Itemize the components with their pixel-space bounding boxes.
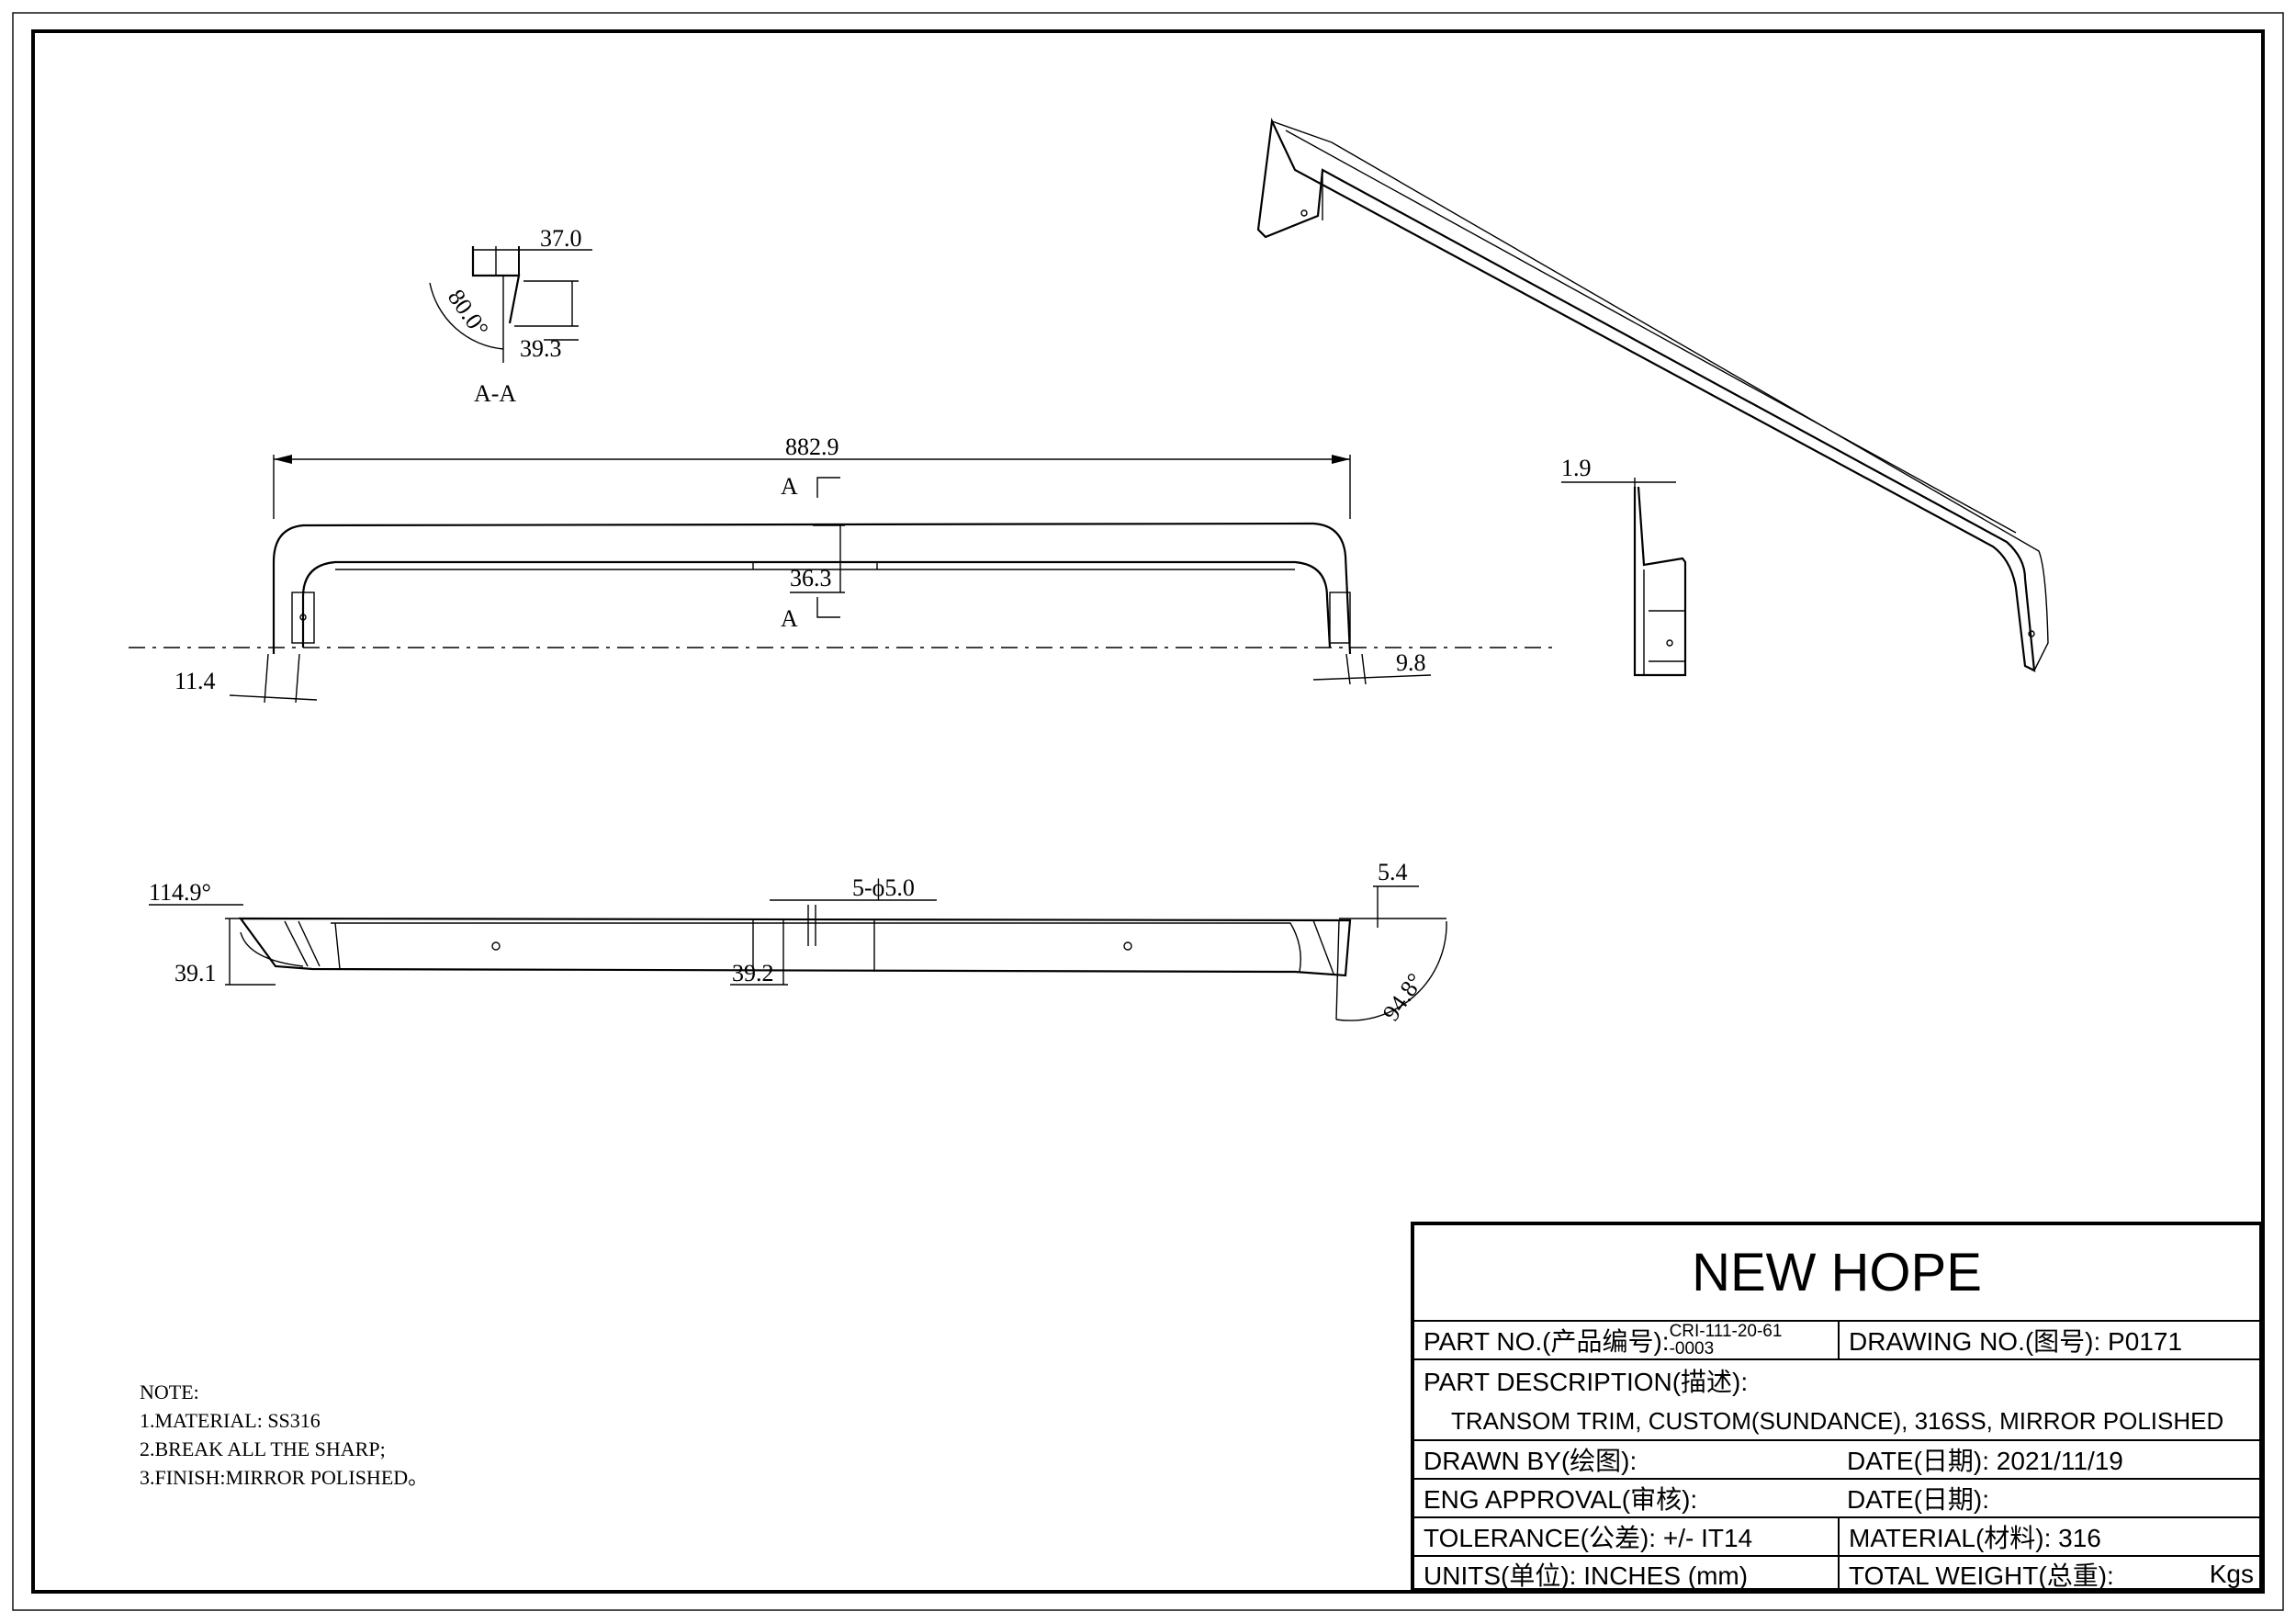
date-drawn: DATE(日期): 2021/11/19 [1847, 1447, 2123, 1475]
section-label: A-A [474, 380, 516, 407]
bottom-center-height-dim: 39.2 [732, 960, 774, 986]
front-view: 882.9 A A 36.3 11.4 9.8 [129, 434, 1552, 704]
section-height-dim: 39.3 [520, 335, 562, 362]
material: MATERIAL(材料): 316 [1838, 1518, 2259, 1555]
drawn-by: DRAWN BY(绘图): [1424, 1447, 1638, 1475]
bottom-view: 5-ϕ5.0 114.9° 39.1 39.2 5.4 94.8° [149, 859, 1447, 1026]
title-block: NEW HOPE PART NO.(产品编号): CRI-111-20-61 -… [1411, 1222, 2263, 1592]
holes-dim: 5-ϕ5.0 [852, 874, 915, 901]
date-approval: DATE(日期): [1847, 1485, 1990, 1514]
side-view: 1.9 [1561, 455, 1687, 677]
outer-border [12, 12, 2284, 1611]
part-description-label: PART DESCRIPTION(描述): [1424, 1368, 1749, 1396]
overall-length-dim: 882.9 [785, 434, 839, 460]
note-line-2: 2.BREAK ALL THE SHARP; [140, 1437, 386, 1460]
part-no-label: PART NO.(产品编号): [1424, 1327, 1670, 1356]
bottom-left-height-dim: 39.1 [174, 960, 217, 986]
part-no-cell: PART NO.(产品编号): CRI-111-20-61 -0003 [1414, 1322, 1838, 1358]
section-width-dim: 37.0 [540, 225, 582, 252]
company-name: NEW HOPE [1692, 1243, 1982, 1302]
total-weight-cell: TOTAL WEIGHT(总重): Kgs [1838, 1557, 2259, 1592]
section-mark-top: A [781, 473, 798, 500]
inner-border [31, 29, 2265, 1594]
units: UNITS(单位): INCHES (mm) [1424, 1561, 1749, 1590]
bottom-right-offset-dim: 5.4 [1378, 859, 1408, 885]
part-no-row: PART NO.(产品编号): CRI-111-20-61 -0003 DRAW… [1414, 1320, 2259, 1358]
note-line-3: 3.FINISH:MIRROR POLISHED。 [140, 1466, 429, 1489]
section-angle-dim: 80.0° [443, 285, 494, 342]
drawing-no: DRAWING NO.(图号): P0171 [1838, 1322, 2259, 1358]
approval-row: ENG APPROVAL(审核): DATE(日期): [1414, 1478, 2259, 1516]
section-mark-bottom: A [781, 605, 798, 632]
notes-heading: NOTE: [140, 1381, 199, 1403]
section-a-a-view: 37.0 80.0° 39.3 A-A [429, 225, 592, 407]
tolerance: TOLERANCE(公差): +/- IT14 [1424, 1524, 1753, 1552]
part-description: TRANSOM TRIM, CUSTOM(SUNDANCE), 316SS, M… [1451, 1406, 2224, 1435]
units-row: UNITS(单位): INCHES (mm) TOTAL WEIGHT(总重):… [1414, 1555, 2259, 1592]
tolerance-row: TOLERANCE(公差): +/- IT14 MATERIAL(材料): 31… [1414, 1516, 2259, 1555]
note-line-1: 1.MATERIAL: SS316 [140, 1409, 321, 1432]
drawn-row: DRAWN BY(绘图): DATE(日期): 2021/11/19 [1414, 1439, 2259, 1478]
center-height-dim: 36.3 [790, 565, 832, 592]
part-no-value: CRI-111-20-61 -0003 [1669, 1322, 1783, 1358]
right-leg-dim: 9.8 [1396, 649, 1426, 676]
side-thickness-dim: 1.9 [1561, 455, 1592, 481]
bottom-right-angle-dim: 94.8° [1378, 968, 1429, 1025]
bottom-left-angle-dim: 114.9° [149, 879, 211, 906]
description-row: PART DESCRIPTION(描述): TRANSOM TRIM, CUST… [1414, 1358, 2259, 1439]
left-leg-dim: 11.4 [174, 668, 216, 694]
total-weight: TOTAL WEIGHT(总重): [1849, 1561, 2114, 1590]
eng-approval: ENG APPROVAL(审核): [1424, 1485, 1698, 1514]
isometric-view [1256, 118, 2049, 672]
notes: NOTE: 1.MATERIAL: SS316 2.BREAK ALL THE SH… [140, 1378, 428, 1492]
weight-unit: Kgs [2209, 1560, 2254, 1588]
